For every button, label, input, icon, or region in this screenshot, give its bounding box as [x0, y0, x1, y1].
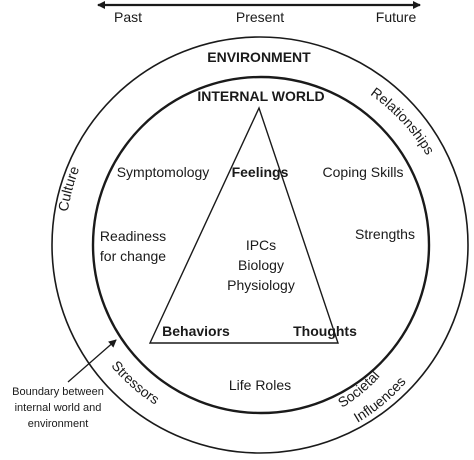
timeline-future-label: Future [376, 9, 417, 25]
boundary-note-line2: internal world and [15, 402, 102, 414]
feelings-thoughts-behaviors-triangle [148, 106, 339, 344]
boundary-note-line1: Boundary between [12, 386, 104, 398]
readiness-label-line2: for change [100, 248, 166, 264]
biology-label: Biology [238, 257, 284, 273]
strengths-label: Strengths [355, 226, 415, 242]
boundary-note-line3: environment [28, 418, 89, 430]
boundary-pointer-arrow [67, 339, 117, 383]
life-roles-label: Life Roles [229, 377, 291, 393]
internal-world-title: INTERNAL WORLD [197, 88, 324, 104]
thoughts-label: Thoughts [293, 323, 357, 339]
stressors-label: Stressors [109, 357, 163, 407]
environment-title: ENVIRONMENT [207, 49, 311, 65]
internal-world-circle [91, 75, 431, 415]
timeline-past-label: Past [114, 9, 142, 25]
coping-skills-label: Coping Skills [323, 164, 404, 180]
culture-label: Culture [55, 164, 82, 213]
ipcs-label: IPCs [246, 237, 276, 253]
timeline-present-label: Present [236, 9, 284, 25]
behaviors-label: Behaviors [162, 323, 230, 339]
feelings-label: Feelings [232, 164, 289, 180]
physiology-label: Physiology [227, 277, 295, 293]
readiness-label-line1: Readiness [100, 228, 166, 244]
symptomology-label: Symptomology [117, 164, 210, 180]
environment-circle [51, 36, 469, 454]
